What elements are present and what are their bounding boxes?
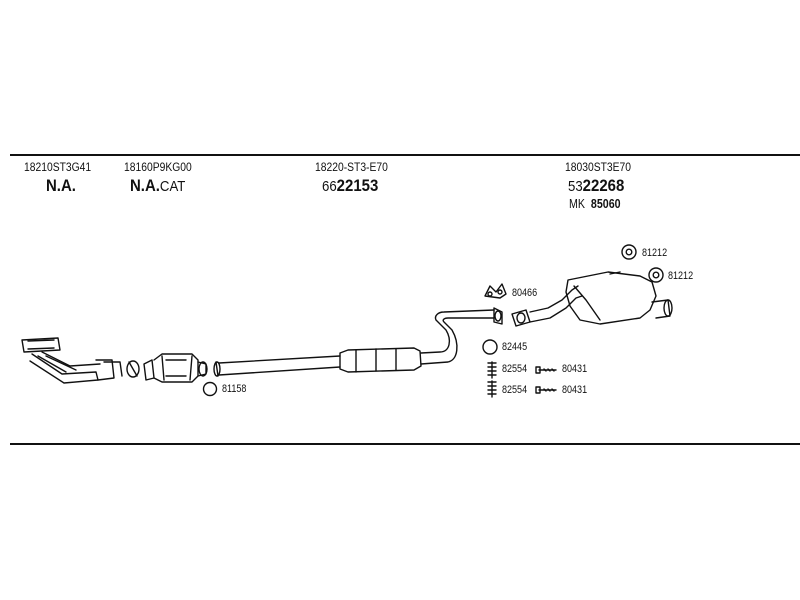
- bottom-divider: [10, 443, 800, 445]
- rear-flange-drawing: [493, 307, 503, 325]
- ref-80431-b: 80431: [562, 384, 588, 396]
- column-3-name-text: 22153: [336, 176, 379, 195]
- ref-80431-a: 80431: [562, 363, 588, 375]
- column-1-name-text: N.A.: [46, 176, 76, 195]
- center-pipe-drawing: [213, 309, 495, 377]
- gasket-81158-drawing: [202, 381, 218, 397]
- column-1-name: N.A.: [46, 176, 76, 196]
- mk-number: MK 85060: [569, 196, 621, 211]
- column-3-prefix: 66: [322, 178, 337, 195]
- mk-number-text: 85060: [590, 196, 621, 211]
- ref-80466: 80466: [512, 287, 538, 299]
- column-3-code: 18220-ST3-E70: [315, 160, 388, 174]
- spring-82554-a-drawing: [487, 361, 497, 379]
- ref-81158: 81158: [222, 383, 247, 395]
- column-4-prefix: 53: [568, 178, 583, 195]
- rubber-mount-81212-b-drawing: [648, 267, 664, 283]
- column-2-name-text: N.A.: [130, 176, 160, 195]
- mk-label: MK: [569, 196, 585, 211]
- column-2-name: N.A.CAT: [130, 176, 185, 196]
- column-2-suffix: CAT: [159, 178, 186, 195]
- ref-81212-a: 81212: [642, 247, 668, 259]
- column-1-code: 18210ST3G41: [24, 160, 92, 174]
- top-divider: [10, 154, 800, 156]
- ref-82445: 82445: [502, 341, 528, 353]
- gasket-82445-drawing: [482, 339, 498, 355]
- ref-82554-b: 82554: [502, 384, 528, 396]
- ref-81212-b: 81212: [668, 270, 694, 282]
- column-4-code: 18030ST3E70: [565, 160, 631, 174]
- spring-82554-b-drawing: [487, 380, 497, 398]
- ref-82554-a: 82554: [502, 363, 528, 375]
- column-3-name: 6622153: [322, 176, 378, 196]
- rear-muffler-drawing: [511, 271, 673, 327]
- rubber-mount-81212-a-drawing: [621, 244, 637, 260]
- flange-gasket-drawing: [126, 360, 140, 378]
- front-pipe-drawing: [21, 337, 123, 384]
- bolt-80431-a-drawing: [535, 366, 557, 374]
- clamp-80466-drawing: [484, 283, 507, 299]
- column-4-name: 5322268: [568, 176, 624, 196]
- column-2-code: 18160P9KG00: [124, 160, 192, 174]
- column-4-name-text: 22268: [582, 176, 625, 195]
- catalytic-converter-drawing: [143, 353, 208, 383]
- bolt-80431-b-drawing: [535, 386, 557, 394]
